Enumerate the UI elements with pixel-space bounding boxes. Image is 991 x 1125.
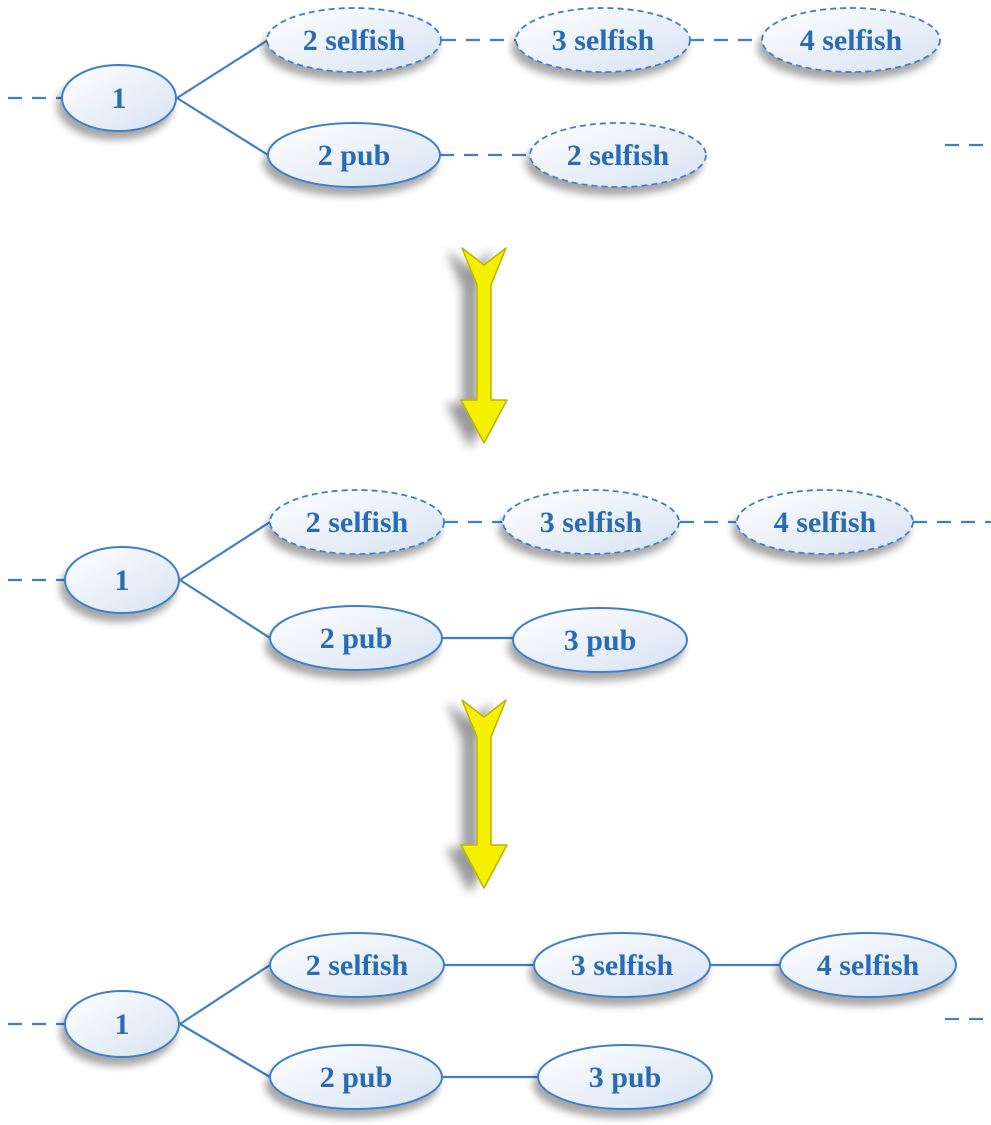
down-arrow-icon bbox=[460, 699, 508, 889]
block-label: 3 pub bbox=[589, 1061, 662, 1094]
block-label: 3 selfish bbox=[552, 24, 655, 57]
block-label: 2 pub bbox=[320, 1061, 393, 1094]
edge-solid bbox=[176, 97, 269, 156]
block-node: 3 pub bbox=[537, 1044, 713, 1110]
block-label: 4 selfish bbox=[774, 506, 877, 539]
block-node-hidden: 3 selfish bbox=[515, 7, 691, 73]
block-node-hidden: 4 selfish bbox=[736, 489, 914, 555]
block-label: 3 pub bbox=[564, 624, 637, 657]
block-label: 2 pub bbox=[320, 622, 393, 655]
block-node-hidden: 2 selfish bbox=[529, 122, 707, 188]
edge-solid bbox=[179, 521, 271, 581]
block-label: 2 selfish bbox=[306, 506, 409, 539]
stage-2: 1 2 selfish 3 selfish 4 selfish 2 pub 3 … bbox=[8, 489, 991, 673]
block-node: 3 selfish bbox=[533, 932, 711, 998]
block-label: 3 selfish bbox=[540, 506, 643, 539]
edge-solid bbox=[179, 579, 271, 639]
block-node-hidden: 2 selfish bbox=[266, 7, 442, 73]
block-node: 2 pub bbox=[269, 605, 443, 671]
block-label: 1 bbox=[115, 564, 130, 597]
down-arrow-icon bbox=[460, 247, 508, 444]
block-node-hidden: 4 selfish bbox=[761, 7, 941, 73]
block-node: 2 selfish bbox=[269, 932, 445, 998]
block-node: 2 pub bbox=[267, 122, 441, 188]
block-label: 2 selfish bbox=[306, 949, 409, 982]
block-node: 4 selfish bbox=[779, 932, 957, 998]
edge-solid bbox=[176, 39, 269, 99]
edge-solid bbox=[179, 964, 271, 1025]
block-node-hidden: 3 selfish bbox=[502, 489, 680, 555]
stage-1: 1 2 selfish 3 selfish 4 selfish 2 pub 2 … bbox=[8, 7, 991, 188]
block-label: 2 selfish bbox=[303, 24, 406, 57]
block-label: 2 pub bbox=[318, 139, 391, 172]
block-label: 4 selfish bbox=[817, 949, 920, 982]
edge-solid bbox=[179, 1023, 271, 1078]
block-label: 1 bbox=[112, 82, 127, 115]
block-node: 2 pub bbox=[269, 1044, 443, 1110]
block-label: 2 selfish bbox=[567, 139, 670, 172]
block-node-hidden: 2 selfish bbox=[269, 489, 445, 555]
block-node: 1 bbox=[61, 64, 177, 132]
block-node: 3 pub bbox=[512, 607, 688, 673]
block-label: 3 selfish bbox=[571, 949, 674, 982]
block-node: 1 bbox=[64, 990, 180, 1058]
block-label: 1 bbox=[115, 1008, 130, 1041]
block-node: 1 bbox=[64, 546, 180, 614]
block-label: 4 selfish bbox=[800, 24, 903, 57]
stage-3: 1 2 selfish 3 selfish 4 selfish 2 pub 3 … bbox=[8, 932, 991, 1110]
